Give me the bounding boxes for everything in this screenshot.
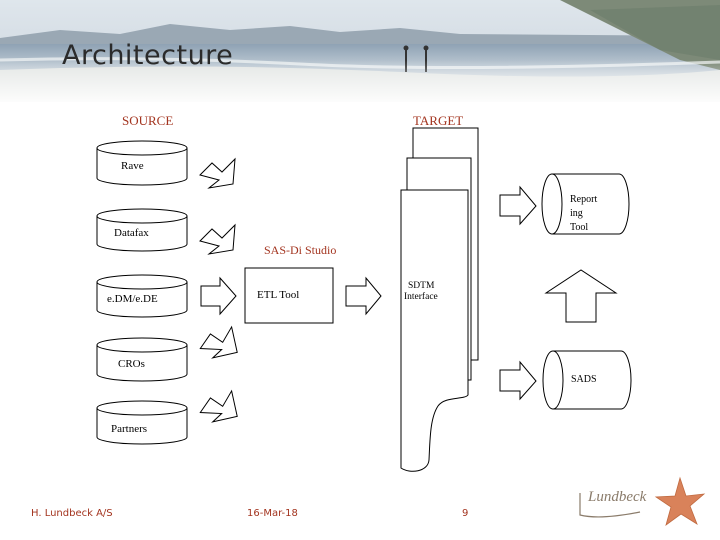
source-header: SOURCE — [122, 113, 174, 128]
footer-page-number: 9 — [462, 508, 469, 519]
footer-date: 16-Mar-18 — [247, 508, 298, 519]
footer-company: H. Lundbeck A/S — [31, 508, 113, 519]
source-label-edm: e.DM/e.DE — [107, 293, 158, 305]
arrow-to-sads — [499, 360, 537, 401]
target-document-stack — [400, 127, 479, 472]
cylinder-cros — [96, 337, 188, 382]
cylinder-datafax — [96, 208, 188, 252]
slide-title: Architecture — [62, 40, 234, 71]
header-banner-image — [0, 0, 720, 102]
reporting-label-line3: Tool — [570, 222, 589, 233]
arrow-to-reporting — [499, 185, 537, 226]
reporting-label-line1: Report — [570, 194, 598, 205]
arrow-etl-to-sdtm — [345, 276, 382, 316]
arrow-partners — [199, 389, 238, 423]
logo-text: Lundbeck — [588, 489, 647, 505]
etl-tool-box — [244, 267, 334, 324]
source-label-rave: Rave — [121, 160, 144, 172]
source-label-datafax: Datafax — [114, 227, 149, 239]
sdtm-label-line1: SDTM — [408, 281, 435, 291]
lundbeck-logo — [579, 476, 706, 527]
sads-label: SADS — [571, 374, 597, 385]
source-label-cros: CROs — [118, 358, 145, 370]
arrow-up — [544, 269, 618, 323]
beach-photo — [0, 0, 720, 102]
cylinder-edm — [96, 274, 188, 318]
cylinder-rave — [96, 140, 188, 186]
etl-tool-label: ETL Tool — [257, 289, 300, 301]
sdtm-label-line2: Interface — [404, 292, 438, 302]
arrow-cros — [199, 325, 238, 359]
arrow-edm — [200, 276, 237, 316]
starfish-icon — [654, 476, 706, 527]
cylinder-sads — [542, 350, 632, 410]
source-label-partners: Partners — [111, 423, 148, 435]
cylinder-reporting-tool — [541, 173, 630, 235]
middle-label: SAS-Di Studio — [264, 243, 337, 257]
reporting-label-line2: ing — [570, 208, 583, 219]
arrow-rave — [199, 157, 236, 189]
cylinder-partners — [96, 400, 188, 445]
arrow-datafax — [199, 223, 236, 255]
target-header: TARGET — [413, 113, 464, 128]
